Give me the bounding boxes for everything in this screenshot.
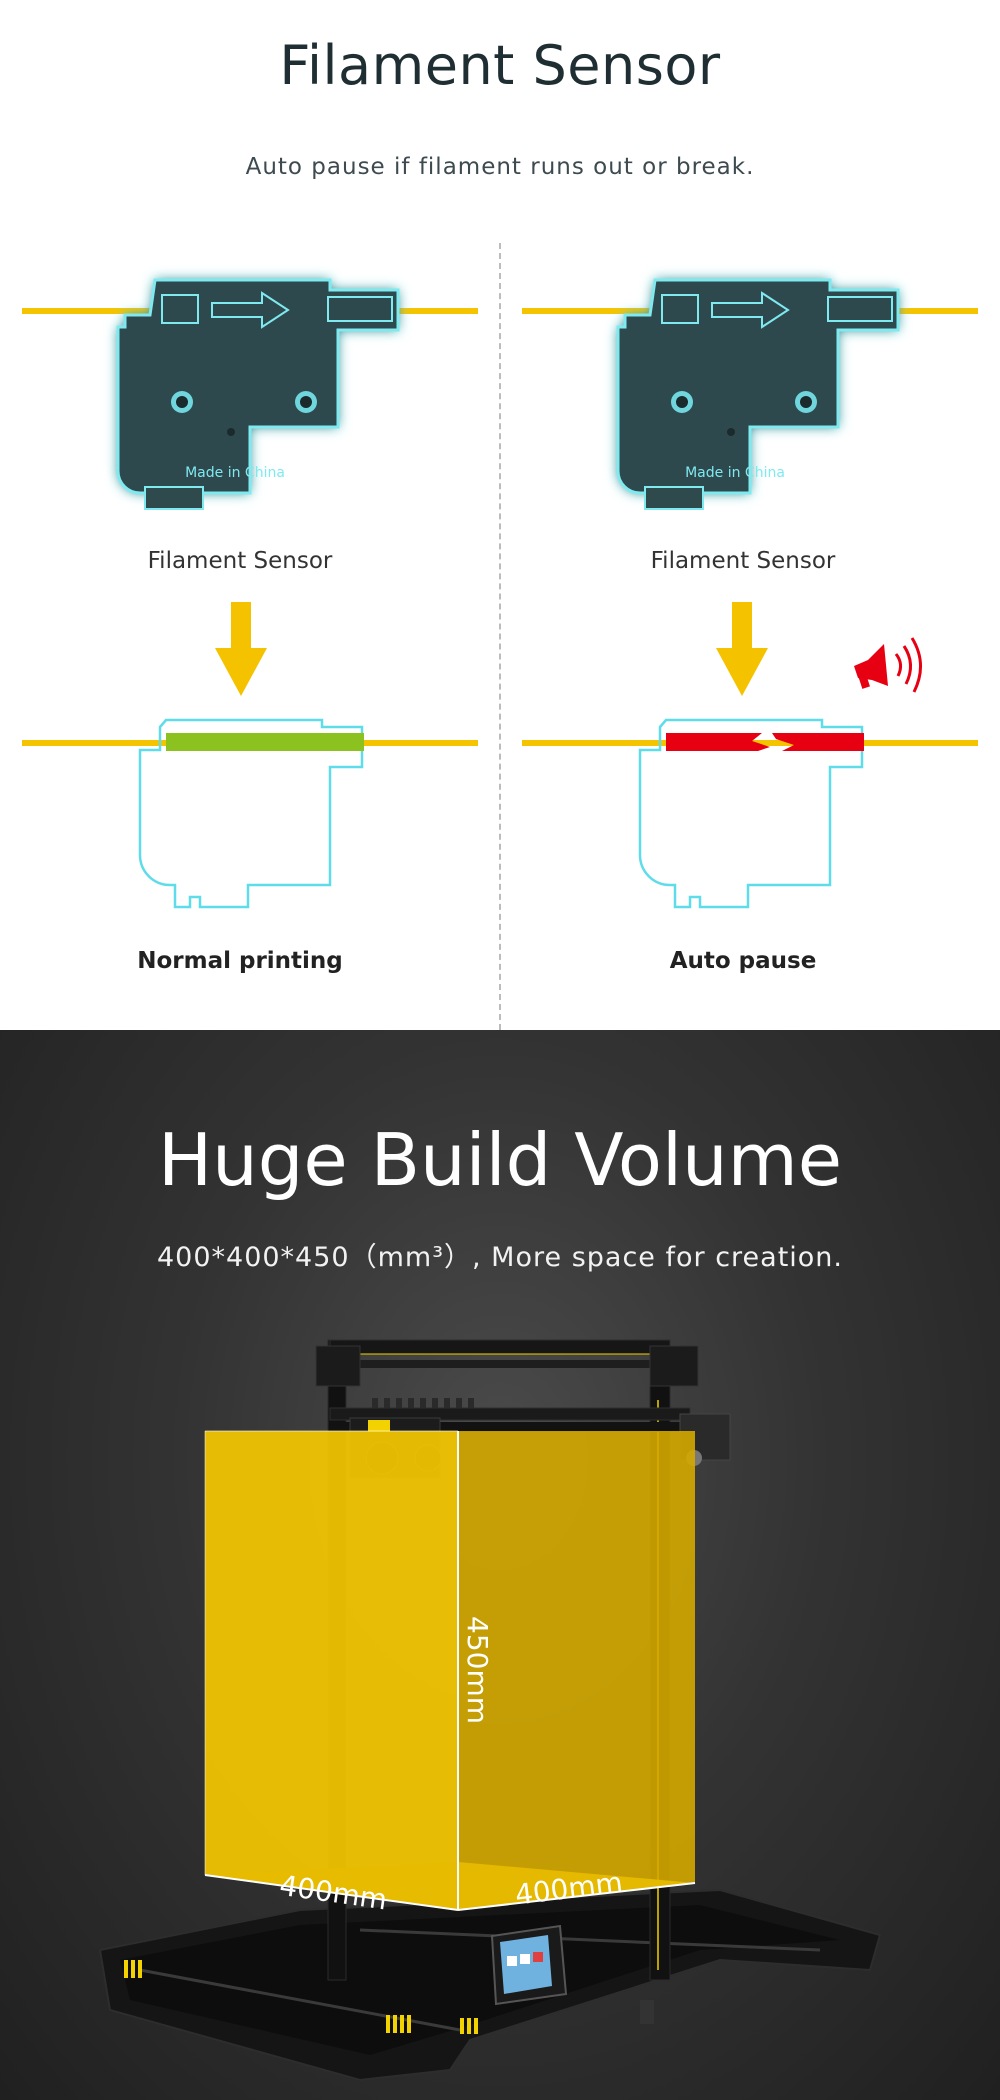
section-title: Filament Sensor (279, 34, 721, 97)
section-subtitle: Auto pause if filament runs out or break… (245, 154, 755, 180)
filament-sensor-section: Filament Sensor Auto pause if filament r… (0, 0, 1000, 1030)
arrow-down-icon (716, 602, 768, 696)
build-volume-box (204, 1430, 696, 1911)
filament-segment-broken-left (666, 733, 770, 751)
sensor-illustration-right: Made in China (522, 278, 978, 510)
sensor-engraving: Made in China (685, 465, 785, 481)
alarm-speaker-icon (854, 637, 922, 693)
column-divider (499, 243, 501, 1030)
section-title: Huge Build Volume (157, 1118, 843, 1202)
sensor-caption-left: Filament Sensor (147, 548, 333, 574)
filament-segment-intact (166, 733, 364, 751)
build-volume-section: Huge Build Volume 400*400*450（mm³）, More… (0, 1030, 1000, 2100)
control-screen (490, 1924, 568, 2006)
sensor-outline-normal (22, 718, 478, 909)
height-dimension-label: 450mm (461, 1616, 494, 1724)
printer-base (98, 1888, 882, 2082)
section-subtitle: 400*400*450（mm³）, More space for creatio… (156, 1242, 844, 1273)
sensor-outline-paused (522, 718, 978, 909)
filament-segment-broken-right (772, 733, 864, 751)
sensor-illustration-left: Made in China (22, 278, 478, 510)
printer-illustration: 450mm 400mm 400mm (98, 1339, 882, 2082)
state-caption-paused: Auto pause (669, 948, 817, 974)
state-caption-normal: Normal printing (137, 948, 343, 974)
sensor-caption-right: Filament Sensor (650, 548, 836, 574)
sensor-engraving: Made in China (185, 465, 285, 481)
arrow-down-icon (215, 602, 267, 696)
